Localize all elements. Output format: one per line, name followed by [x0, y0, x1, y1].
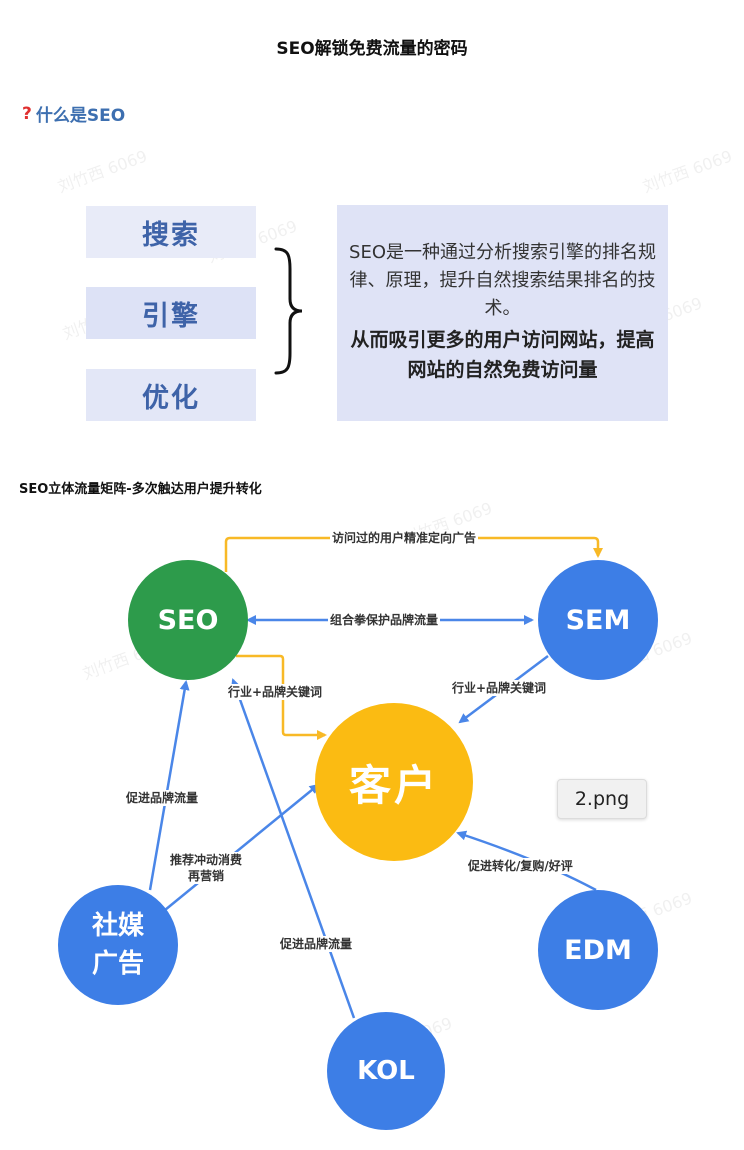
- keyword-engine: 引擎: [86, 287, 256, 339]
- label-social-to-customer-line2: 再营销: [188, 869, 225, 883]
- node-edm: EDM: [538, 890, 658, 1010]
- label-seo-keywords: 行业+品牌关键词: [226, 684, 325, 700]
- edge-social-to-seo: [148, 680, 190, 891]
- definition-bold-text: 从而吸引更多的用户访问网站，提高网站的自然免费访问量: [350, 329, 655, 381]
- node-social-ads: 社媒 广告: [58, 885, 178, 1005]
- seo-definition-figure: 刘竹西 6069 刘竹西 6069 刘竹西 6069 刘竹西 6069 刘竹西 …: [0, 140, 744, 460]
- section-heading-what-is-seo: ? 什么是SEO: [22, 101, 126, 127]
- label-social-to-seo: 促进品牌流量: [124, 790, 201, 806]
- page-title: SEO解锁免费流量的密码: [276, 39, 468, 59]
- question-icon: ?: [22, 103, 32, 124]
- label-sem-keywords: 行业+品牌关键词: [450, 680, 549, 696]
- traffic-matrix-diagram: 刘竹西 6069 刘竹西 6069 刘竹西 6069 刘竹西 6069 刘竹西 …: [0, 498, 744, 1150]
- edge-social-to-customer: [164, 783, 320, 911]
- keyword-search: 搜索: [86, 206, 256, 258]
- label-kol-to-seo: 促进品牌流量: [278, 936, 355, 952]
- watermark: 刘竹西 6069: [640, 146, 735, 197]
- keyword-optimize: 优化: [86, 369, 256, 421]
- definition-box: SEO是一种通过分析搜索引擎的排名规律、原理，提升自然搜索结果排名的技术。 从而…: [337, 205, 668, 421]
- node-social-line2: 广告: [91, 949, 144, 979]
- curly-brace-icon: [274, 247, 303, 375]
- label-social-to-customer: 推荐冲动消费 再营销: [168, 852, 245, 884]
- label-social-to-customer-line1: 推荐冲动消费: [170, 853, 243, 867]
- definition-text: SEO是一种通过分析搜索引擎的排名规律、原理，提升自然搜索结果排名的技术。: [349, 242, 656, 319]
- node-customer: 客户: [315, 703, 473, 861]
- section-heading-text: 什么是SEO: [35, 106, 126, 126]
- watermark: 刘竹西 6069: [55, 146, 150, 197]
- node-seo: SEO: [128, 560, 248, 680]
- node-social-line1: 社媒: [91, 911, 144, 941]
- matrix-heading: SEO立体流量矩阵-多次触达用户提升转化: [19, 482, 262, 497]
- label-seo-to-sem-top: 访问过的用户精准定向广告: [330, 530, 479, 546]
- label-edm-to-customer: 促进转化/复购/好评: [466, 858, 575, 874]
- node-sem: SEM: [538, 560, 658, 680]
- connector-arrows: [148, 536, 603, 1019]
- image-filename-tag[interactable]: 2.png: [557, 779, 647, 819]
- label-seo-sem-mid: 组合拳保护品牌流量: [328, 612, 441, 628]
- edge-kol-to-seo: [230, 678, 356, 1019]
- node-kol: KOL: [327, 1012, 445, 1130]
